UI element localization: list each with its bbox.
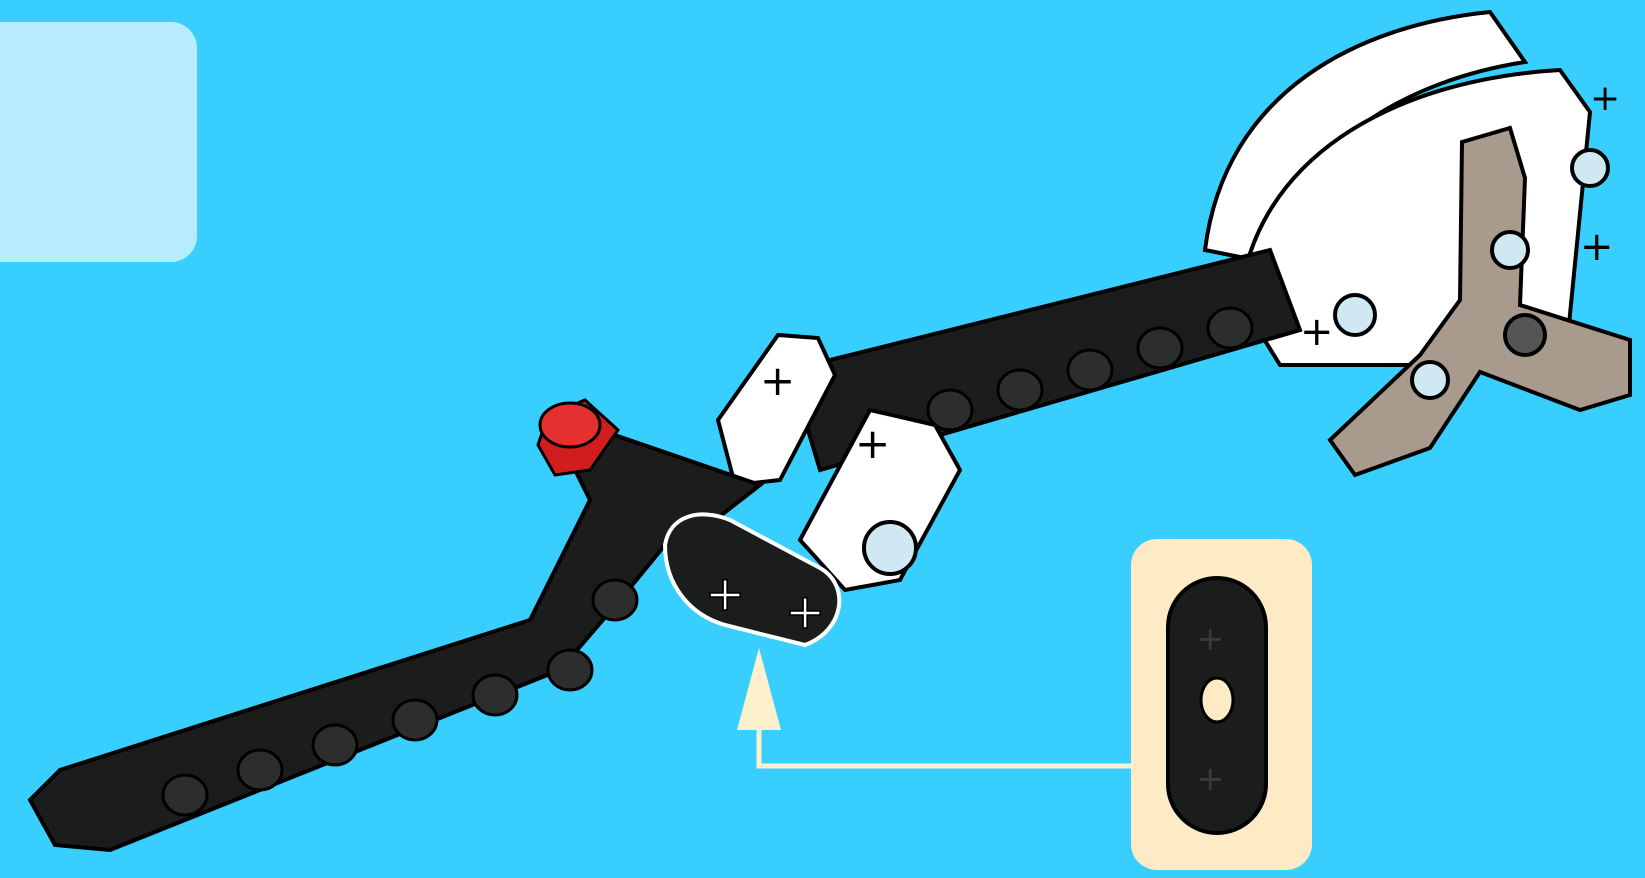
beam-hole: [313, 725, 357, 765]
beam-hole: [1208, 308, 1252, 348]
beam-hole: [473, 675, 517, 715]
thin-liftarm-2-hole-icon: + +: [1168, 578, 1266, 833]
beam-hole: [163, 775, 207, 815]
svg-text:+: +: [1196, 619, 1225, 659]
up-arrow-icon: [737, 648, 1133, 766]
svg-text:+: +: [785, 584, 825, 640]
beam-hole: [1068, 350, 1112, 390]
beam-hole: [238, 750, 282, 790]
beam-hole: [548, 650, 592, 690]
svg-text:+: +: [1590, 78, 1620, 119]
beam-hole: [998, 370, 1042, 410]
beam-hole: [1138, 328, 1182, 368]
svg-text:+: +: [1580, 224, 1614, 270]
svg-text:+: +: [1300, 309, 1334, 355]
beam-hole: [593, 580, 637, 620]
svg-text:+: +: [855, 419, 890, 468]
bent-black-beam: [30, 430, 760, 850]
svg-text:+: +: [1196, 759, 1225, 799]
svg-text:+: +: [705, 566, 745, 622]
svg-text:+: +: [760, 356, 795, 405]
beam-hole: [393, 700, 437, 740]
